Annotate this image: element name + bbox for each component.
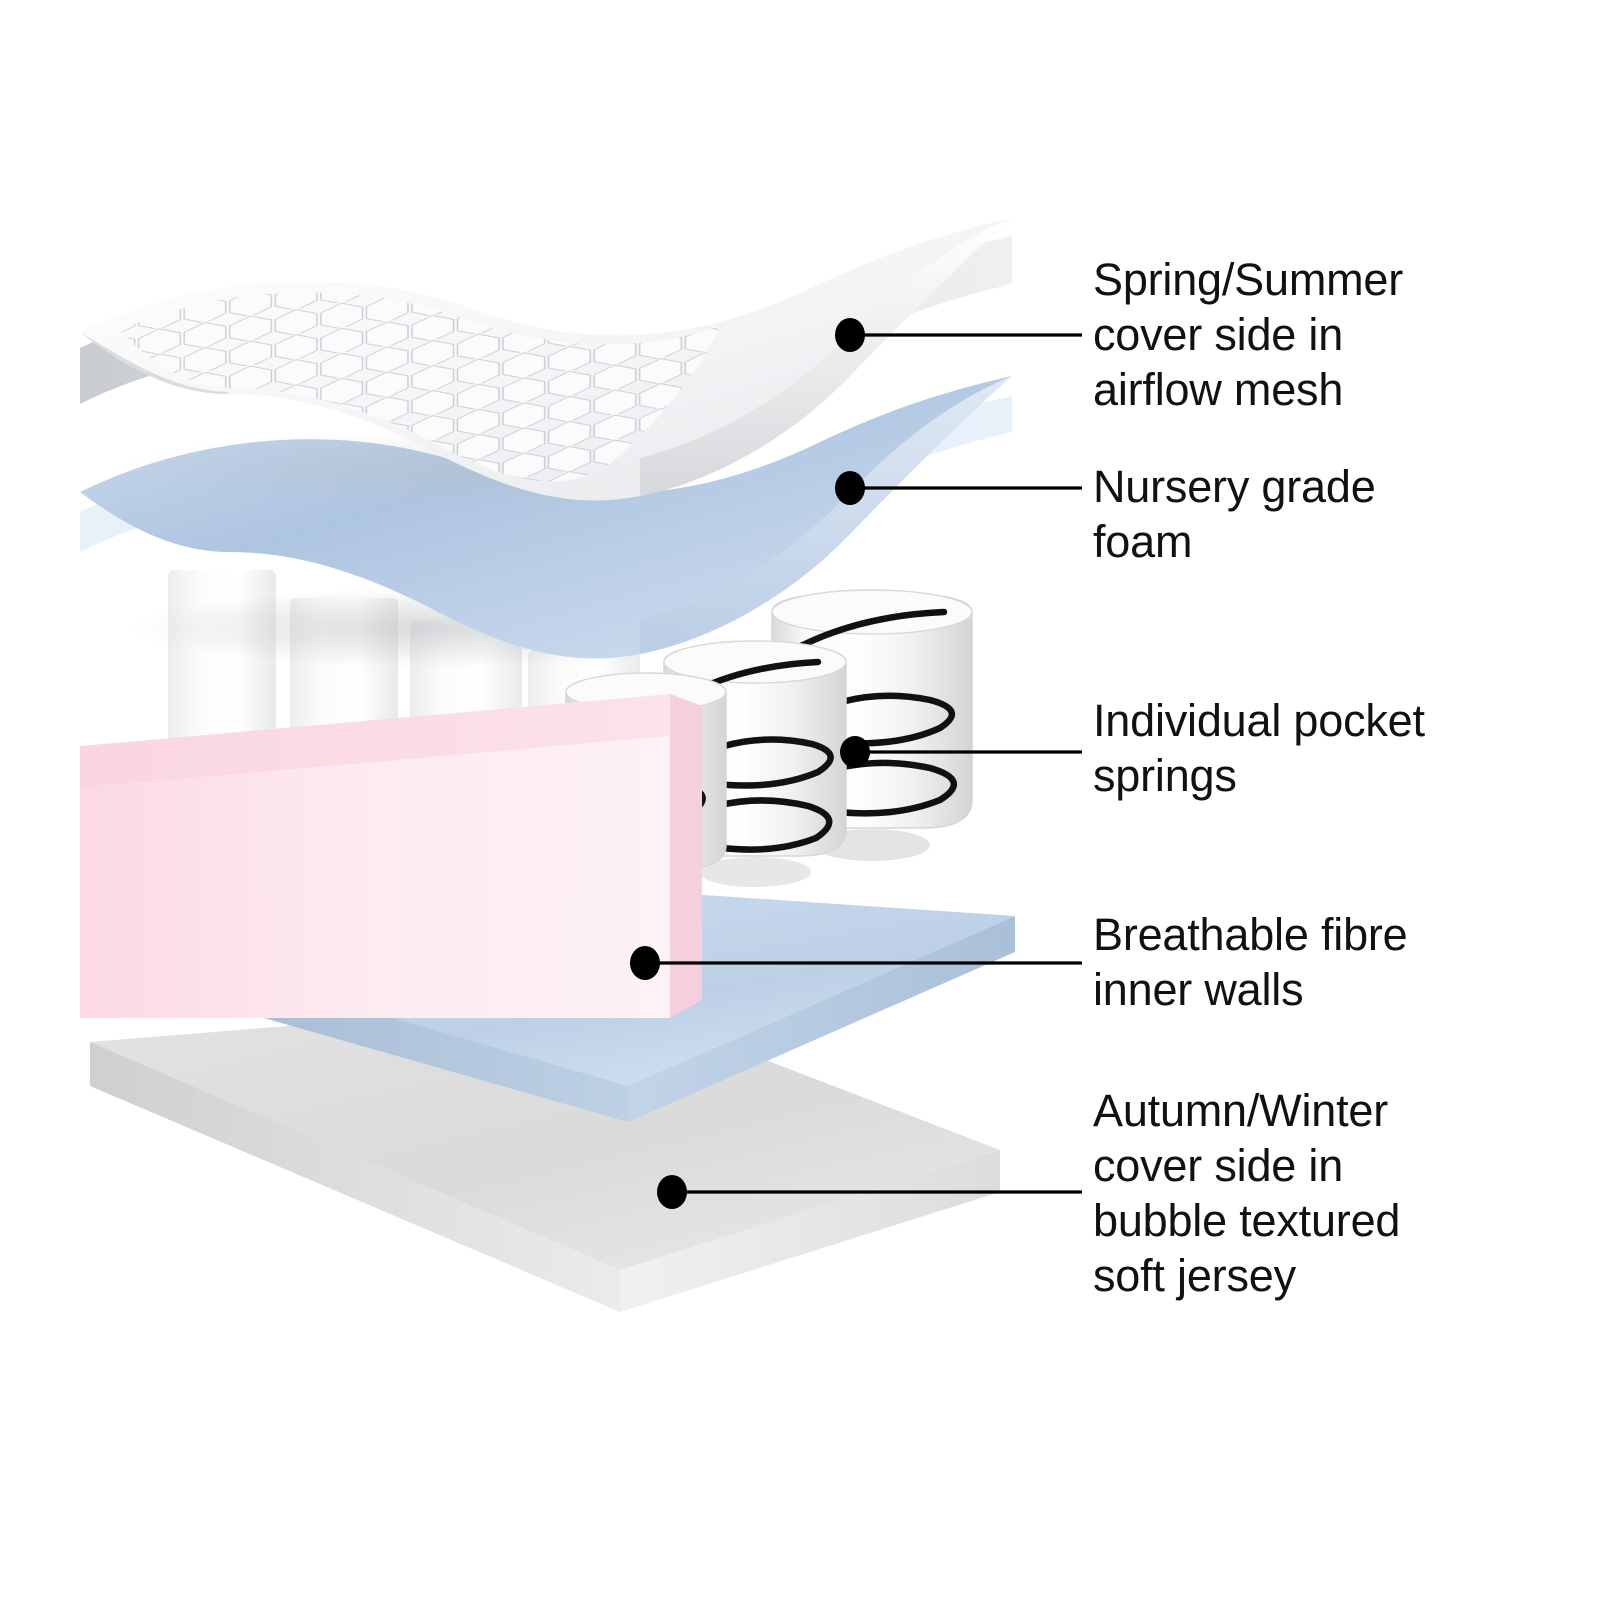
label-spring-summer-cover: Spring/Summer cover side in airflow mesh	[1093, 254, 1404, 415]
cover-fold-edge	[640, 218, 1012, 496]
pink-block-side	[670, 694, 702, 1018]
grey-slab-top	[90, 1000, 1000, 1270]
grey-slab-front-left	[90, 1042, 620, 1312]
pink-block-top	[80, 694, 670, 788]
leader-lines-group	[645, 333, 1082, 1194]
label-breathable-fibre-inner-walls: Breathable fibre inner walls	[1093, 909, 1408, 1015]
leader-dot-spring-summer-cover	[835, 318, 865, 352]
layer-breathable-fibre-inner-walls	[80, 694, 702, 1018]
label-autumn-winter-cover: Autumn/Winter cover side in bubble textu…	[1093, 1085, 1401, 1301]
leader-dot-autumn-winter-cover	[657, 1175, 687, 1209]
leader-dot-fibre-inner-walls	[630, 946, 660, 980]
blue-slab-front-right	[628, 916, 1015, 1122]
pink-block-front	[80, 736, 670, 1018]
layer-autumn-winter-cover	[90, 1000, 1000, 1312]
foam-fold-edge	[640, 376, 1012, 654]
leader-dots-group	[630, 318, 870, 1209]
label-nursery-grade-foam: Nursery grade foam	[1093, 461, 1376, 567]
leader-dot-nursery-grade-foam	[835, 471, 865, 505]
leader-dot-pocket-springs	[840, 736, 870, 768]
label-individual-pocket-springs: Individual pocket springs	[1093, 695, 1425, 801]
